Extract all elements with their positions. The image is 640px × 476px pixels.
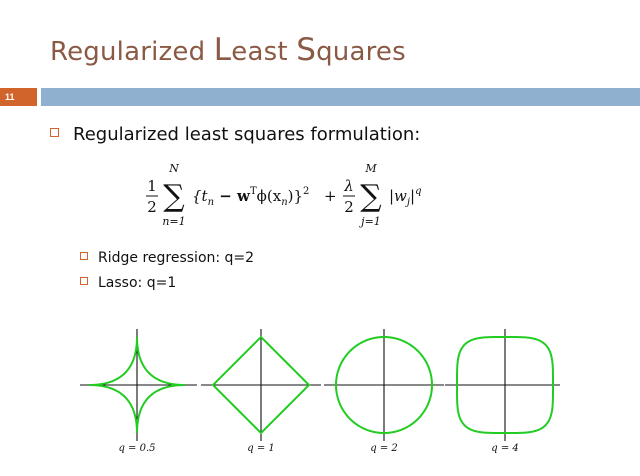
sub-bullet-square-icon [80, 277, 88, 285]
page-number: 11 [0, 88, 37, 106]
sub-bullet-lasso: Lasso: q=1 [80, 275, 176, 291]
sub-bullet-square-icon [80, 252, 88, 260]
main-bullet-text: Regularized least squares formulation: [73, 124, 421, 145]
sub-bullet-ridge: Ridge regression: q=2 [80, 250, 254, 266]
bullet-square-icon [50, 128, 59, 137]
sum1-sigma-icon: ∑ [163, 179, 185, 214]
norm-plot-label: q = 0.5 [118, 443, 155, 454]
lambda-denominator: 2 [344, 198, 354, 216]
norm-contour-figure: q = 0.5 q = 1 q = 2 q = 4 [80, 329, 560, 454]
formula: 1 2 N ∑ n=1 {tn − wTϕ(xn)}2 + λ 2 M ∑ j=… [146, 162, 421, 228]
half-denominator: 2 [147, 198, 157, 216]
sum1-upper: N [168, 162, 179, 175]
sum2-upper: M [364, 162, 377, 175]
norm-plot-label: q = 2 [370, 443, 398, 454]
norm-plot: q = 1 [201, 329, 321, 454]
main-bullet: Regularized least squares formulation: [50, 124, 420, 145]
sum1-lower: n=1 [162, 215, 185, 228]
sub-bullet-ridge-text: Ridge regression: q=2 [98, 250, 255, 266]
norm-plot-label: q = 1 [247, 443, 275, 454]
accent-bar [41, 88, 640, 106]
title-band: 11 [0, 88, 640, 106]
norm-contour-curve [334, 335, 434, 435]
sum2-sigma-icon: ∑ [360, 179, 382, 214]
lambda-numerator: λ [343, 177, 354, 195]
norm-contour-curve [89, 337, 185, 433]
plus-sign: + [324, 187, 337, 205]
penalty-term: |wj|q [389, 186, 421, 208]
norm-plot: q = 4 [445, 329, 560, 454]
slide-title: Regularized Least Squares [50, 32, 406, 68]
norm-plot: q = 2 [324, 329, 444, 454]
sub-bullet-lasso-text: Lasso: q=1 [98, 275, 177, 291]
half-numerator: 1 [147, 177, 157, 195]
norm-plot-label: q = 4 [491, 443, 519, 454]
norm-plot: q = 0.5 [80, 329, 197, 454]
sum2-lower: j=1 [358, 215, 381, 228]
norm-contour-curve [211, 335, 311, 435]
norm-contour-curve [456, 336, 554, 434]
loss-term: {tn − wTϕ(xn)}2 [192, 186, 309, 208]
